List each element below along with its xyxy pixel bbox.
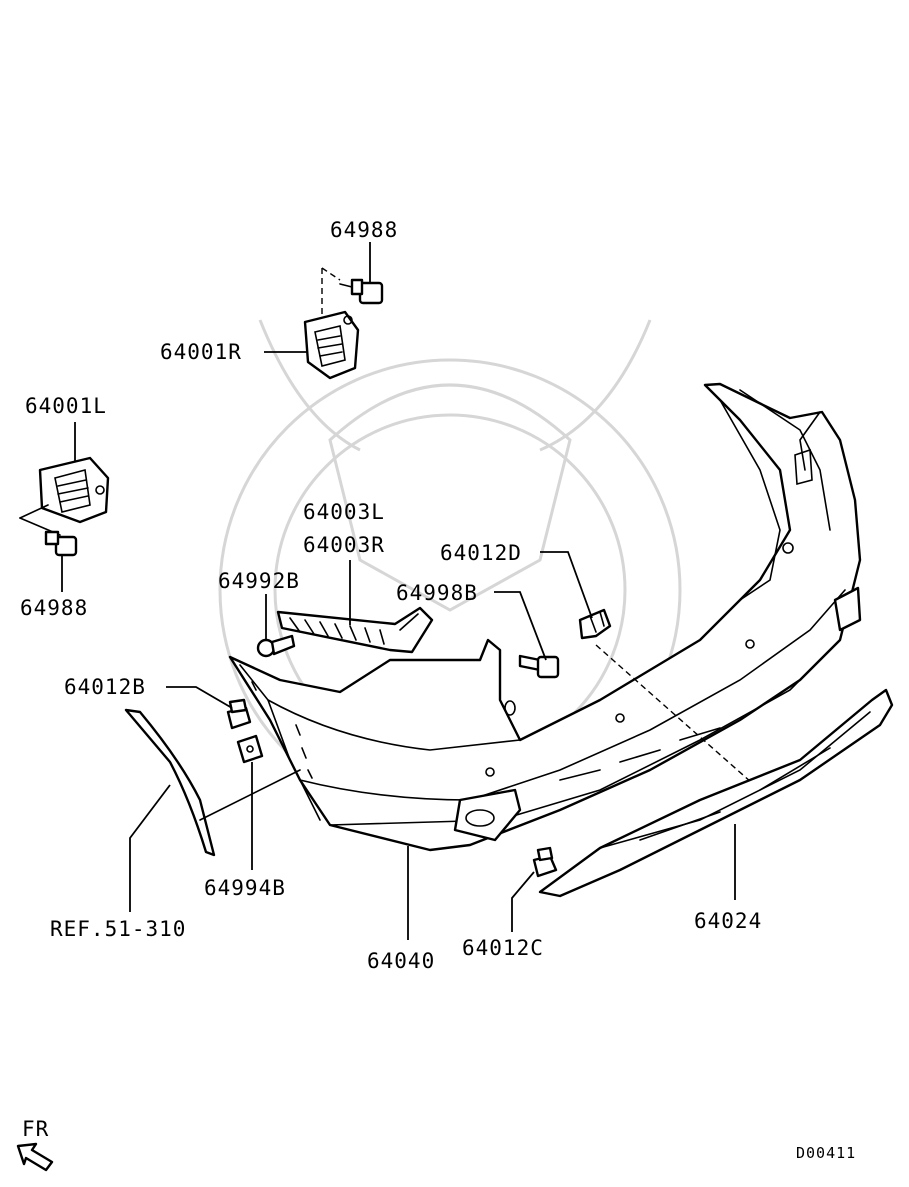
retainer-part [276, 606, 434, 654]
clip-c-part [532, 846, 558, 878]
label-clip-d: 64012D [440, 541, 522, 565]
clip-b-part [226, 698, 252, 730]
label-bracket-r: 64001R [160, 340, 242, 364]
label-lower-panel: 64024 [694, 909, 762, 933]
bracket-r-part [303, 310, 360, 380]
label-bolt-b: 64998B [396, 581, 478, 605]
bolt-b-part [518, 654, 560, 679]
bolt-top-part [339, 278, 384, 305]
label-clip-b: 64012B [64, 675, 146, 699]
front-arrow-icon [16, 1142, 54, 1172]
label-front-arrow: FR [22, 1117, 49, 1141]
label-bolt-top: 64988 [330, 218, 398, 242]
label-diagram-code: D00411 [796, 1144, 856, 1162]
label-retainer-l: 64003L [303, 500, 385, 524]
label-bolt-left: 64988 [20, 596, 88, 620]
label-nut: 64994B [204, 876, 286, 900]
molding-part [124, 708, 216, 857]
clip-d-part [578, 608, 612, 640]
label-bumper: 64040 [367, 949, 435, 973]
label-bracket-l: 64001L [25, 394, 107, 418]
label-screw: 64992B [218, 569, 300, 593]
label-clip-c: 64012C [462, 936, 544, 960]
bracket-l-part [38, 456, 110, 524]
label-retainer-r: 64003R [303, 533, 385, 557]
lower-panel-part [538, 688, 894, 898]
screw-part [256, 634, 296, 658]
bolt-left-part [44, 530, 78, 557]
label-molding-ref: REF.51-310 [50, 917, 186, 941]
rear-bumper-part [228, 382, 862, 852]
nut-part [236, 734, 264, 764]
